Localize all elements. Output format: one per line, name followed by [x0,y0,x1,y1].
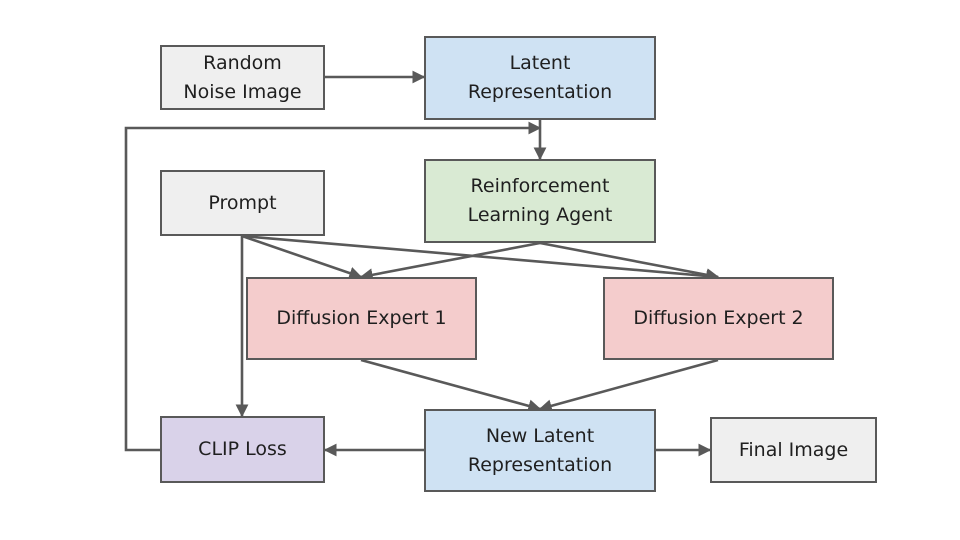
edge-clip-loss-feedback-to-latent [124,121,542,452]
edge-expert2-to-new-latent [538,358,719,413]
edge-expert1-to-new-latent [360,358,542,413]
new-latent-representation-node: New Latent Representation [424,409,656,492]
diffusion-expert-2-label: Diffusion Expert 2 [633,307,804,329]
diffusion-expert-1-node: Diffusion Expert 1 [246,277,477,360]
clip-loss-node: CLIP Loss [160,416,325,483]
edge-rl-agent-to-expert1 [359,241,541,282]
prompt-label: Prompt [208,191,277,214]
edge-rl-agent-to-expert2 [539,241,720,282]
edge-prompt-to-expert1 [241,234,363,280]
reinforcement-learning-agent-label: Reinforcement Learning Agent [467,175,613,226]
edge-prompt-to-expert2 [241,234,720,283]
random-noise-image-node: Random Noise Image [160,45,325,110]
diffusion-expert-2-node: Diffusion Expert 2 [603,277,834,360]
reinforcement-learning-agent-node: Reinforcement Learning Agent [424,159,656,243]
latent-representation-label: Latent Representation [467,52,613,103]
diffusion-expert-1-label: Diffusion Expert 1 [276,307,447,329]
clip-loss-label: CLIP Loss [198,438,287,460]
new-latent-representation-label: New Latent Representation [467,424,613,476]
random-noise-image-label: Random Noise Image [183,51,302,103]
final-image-node: Final Image [710,417,877,483]
prompt-node: Prompt [160,170,325,236]
latent-representation-node: Latent Representation [424,36,656,120]
final-image-label: Final Image [738,438,849,461]
